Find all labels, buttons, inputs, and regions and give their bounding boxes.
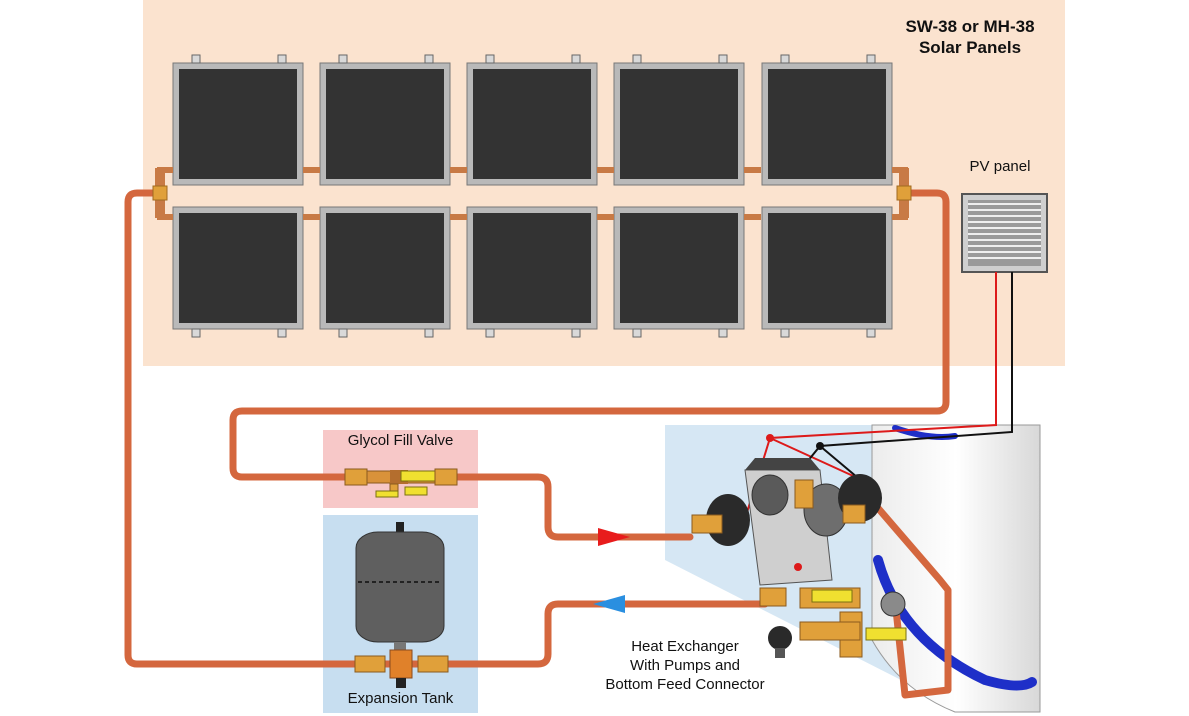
left-manifold-fitting: [152, 168, 168, 218]
solar-panel: [761, 206, 893, 330]
solar-panel: [319, 206, 451, 330]
solar-panel: [761, 62, 893, 186]
heat-exchanger-label-line1: Heat Exchanger: [631, 638, 739, 655]
heat-exchanger-label-line2: With Pumps and: [629, 657, 741, 674]
copper-pipe-loop: [124, 189, 952, 699]
return-flow-arrow: [593, 595, 625, 613]
expansion-tank: [354, 522, 449, 688]
solar-panel: [466, 206, 598, 330]
solar-panel: [466, 62, 598, 186]
heat-exchanger-assembly: [691, 458, 907, 658]
solar-panels-title-line2: Solar Panels: [918, 38, 1022, 57]
solar-panel: [613, 62, 745, 186]
right-manifold-fitting: [896, 168, 912, 218]
heat-exchanger-label: Heat Exchanger With Pumps and Bottom Fee…: [575, 637, 795, 694]
glycol-fill-valve: [344, 468, 458, 498]
solar-panel-array: [172, 62, 893, 330]
solar-panel: [172, 206, 304, 330]
storage-tank: [871, 424, 1041, 713]
pv-panel-label: PV panel: [969, 158, 1031, 175]
solar-panels-title: SW-38 or MH-38 Solar Panels: [880, 16, 1060, 58]
solar-panel: [319, 62, 451, 186]
expansion-tank-label: Expansion Tank: [347, 690, 454, 707]
solar-panel: [172, 62, 304, 186]
solar-panel: [613, 206, 745, 330]
wire-junction-black: [816, 442, 824, 450]
solar-panels-title-line1: SW-38 or MH-38: [905, 17, 1035, 36]
panel-mounting-tabs: [191, 54, 876, 338]
supply-flow-arrow: [598, 528, 630, 546]
pv-panel: [961, 193, 1048, 273]
wire-junction-red: [766, 434, 774, 442]
heat-exchanger-label-line3: Bottom Feed Connector: [605, 676, 765, 693]
glycol-fill-valve-label: Glycol Fill Valve: [347, 432, 454, 449]
